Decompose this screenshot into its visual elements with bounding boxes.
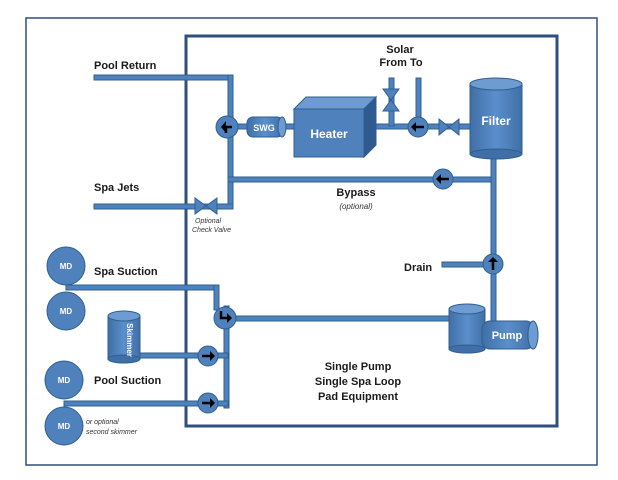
heater: Heater <box>292 95 378 159</box>
skimmer-right-arrow-icon <box>197 345 219 367</box>
main-drain-3-label: MD <box>58 376 71 385</box>
filter-pump-vertical-pipe <box>490 149 497 326</box>
check-valve-label-line2: Check Valve <box>192 227 231 234</box>
skimmer-body <box>107 315 141 360</box>
equipment-pad-box <box>184 34 559 428</box>
pump-basket <box>448 308 486 350</box>
heater-top <box>292 96 378 110</box>
filter: Filter <box>469 77 523 160</box>
return-elbow-arrow-icon <box>215 115 239 139</box>
filter-valve-icon <box>438 117 460 137</box>
pump: Pump <box>448 303 539 354</box>
title-line-1: Single Pump <box>325 361 392 373</box>
second-skimmer-label-line1: or optional <box>86 419 119 426</box>
swg-label: SWG <box>253 123 275 133</box>
solar-valve-icon <box>382 88 400 112</box>
skimmer: Skimmer <box>107 310 141 364</box>
title-line-2: Single Spa Loop <box>315 376 401 388</box>
swg-end <box>277 116 287 138</box>
pump-label: Pump <box>492 330 523 342</box>
check-valve-label-line1: Optional <box>195 218 222 225</box>
spa-suction-pipe <box>65 284 219 291</box>
title-line-3: Pad Equipment <box>318 391 398 403</box>
spa-jets-label: Spa Jets <box>94 182 139 194</box>
heater-front <box>293 108 365 158</box>
return-vertical-pipe <box>227 74 234 210</box>
pump-basket-top <box>448 303 486 315</box>
main-drain-2-label: MD <box>60 307 73 316</box>
skimmer-top <box>107 310 141 322</box>
outer-frame <box>25 17 598 466</box>
bypass-left-arrow-icon <box>432 168 454 190</box>
main-drain-2 <box>46 291 86 331</box>
pool-return-label: Pool Return <box>94 60 157 72</box>
main-drain-3 <box>44 360 84 400</box>
filter-label: Filter <box>481 114 511 128</box>
filter-body <box>469 83 523 155</box>
flow-arrows <box>197 115 504 414</box>
main-drain-4 <box>44 406 84 446</box>
filter-top <box>469 77 523 91</box>
pump-basket-bottom <box>448 344 486 354</box>
suction-to-pump-pipe <box>227 315 451 322</box>
main-drains: MD MD MD MD <box>44 246 86 446</box>
return-left-arrow-icon <box>407 116 429 138</box>
pool-suction-right-arrow-icon <box>197 392 219 414</box>
main-drain-4-label: MD <box>58 422 71 431</box>
bypass-pipe <box>227 176 497 183</box>
drain-label: Drain <box>404 262 432 274</box>
main-drain-1-label: MD <box>60 262 73 271</box>
bypass-note: (optional) <box>339 202 373 211</box>
second-skimmer-label-line2: second skimmer <box>86 429 138 436</box>
spa-suction-label: Spa Suction <box>94 266 158 278</box>
check-valve-icon <box>194 197 218 215</box>
solar-label-line2: From To <box>379 57 422 69</box>
pool-return-pipe <box>93 74 233 81</box>
pump-motor-end <box>527 320 539 350</box>
suction-elbow-arrow-icon <box>213 306 237 330</box>
suction-diagonal-pipe <box>213 284 220 311</box>
skimmer-label: Skimmer <box>125 323 134 357</box>
main-drain-1 <box>46 246 86 286</box>
spa-jets-pipe <box>93 203 234 210</box>
heater-label: Heater <box>310 127 348 141</box>
diagram-title: Single Pump Single Spa Loop Pad Equipmen… <box>315 361 401 403</box>
skimmer-bottom <box>107 354 141 364</box>
swg-cell: SWG <box>246 116 287 138</box>
pool-suction-pipe <box>63 400 229 407</box>
up-arrow-icon <box>482 253 504 275</box>
solar-label-line1: Solar <box>386 44 414 56</box>
bypass-label: Bypass <box>336 187 375 199</box>
filter-bottom <box>469 148 523 160</box>
pool-suction-label: Pool Suction <box>94 375 162 387</box>
